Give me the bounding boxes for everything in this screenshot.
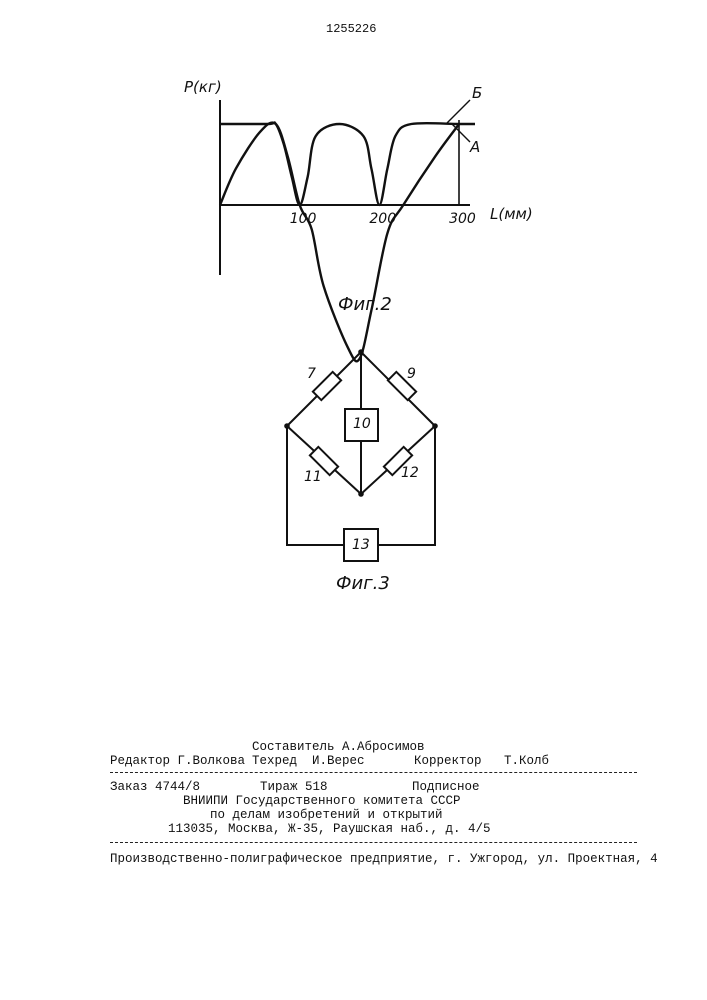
wire-left-loop	[287, 426, 344, 545]
label-7: 7	[307, 366, 316, 382]
label-10: 10	[353, 416, 371, 432]
fig3-caption: Фиг.3	[336, 573, 390, 594]
subscription: Подписное	[412, 780, 480, 794]
label-11: 11	[304, 469, 322, 485]
org-line-3: 113035, Москва, Ж-35, Раушская наб., д. …	[168, 822, 491, 836]
node-right	[432, 423, 438, 429]
order: Заказ 4744/8	[110, 780, 200, 794]
editor: Редактор Г.Волкова	[110, 754, 245, 768]
org-line-2: по делам изобретений и открытий	[210, 808, 443, 822]
label-12: 12	[401, 465, 419, 481]
techred: Техред И.Верес	[252, 754, 365, 768]
node-top	[358, 349, 364, 355]
org-line-1: ВНИИПИ Государственного комитета СССР	[183, 794, 461, 808]
label-13: 13	[352, 537, 370, 553]
divider-1	[110, 772, 637, 773]
label-9: 9	[407, 366, 416, 382]
wire-right-loop	[378, 426, 435, 545]
corrector: Корректор Т.Колб	[414, 754, 549, 768]
resistor-7	[313, 372, 341, 400]
printer-line: Производственно-полиграфическое предприя…	[110, 852, 658, 866]
compiler-line: Составитель А.Абросимов	[252, 740, 425, 754]
divider-2	[110, 842, 637, 843]
node-left	[284, 423, 290, 429]
circulation: Тираж 518	[260, 780, 328, 794]
node-bottom	[358, 491, 364, 497]
